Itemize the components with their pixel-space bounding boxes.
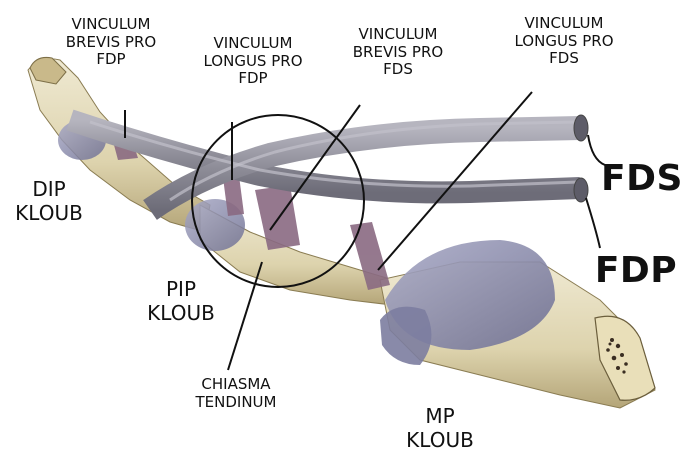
label-line: LONGUS PRO <box>193 53 313 71</box>
label-vinculum-longus-fdp: VINCULUM LONGUS PRO FDP <box>193 35 313 88</box>
label-line: KLOUB <box>400 429 480 453</box>
leader-fdp <box>586 198 600 248</box>
label-dip-joint: DIP KLOUB <box>10 178 88 225</box>
label-line: FDS <box>503 50 625 68</box>
label-line: FDP <box>55 51 167 69</box>
label-chiasma-tendinum: CHIASMA TENDINUM <box>176 376 296 411</box>
label-vinculum-brevis-fdp: VINCULUM BREVIS PRO FDP <box>55 16 167 69</box>
label-vinculum-brevis-fds: VINCULUM BREVIS PRO FDS <box>342 26 454 79</box>
label-line: KLOUB <box>10 202 88 226</box>
label-line: FDS <box>596 158 688 200</box>
label-mp-joint: MP KLOUB <box>400 405 480 452</box>
leader-chiasma <box>228 262 262 370</box>
label-line: FDS <box>342 61 454 79</box>
label-fds: FDS <box>596 158 688 200</box>
label-line: VINCULUM <box>503 15 625 33</box>
label-line: FDP <box>193 70 313 88</box>
label-vinculum-longus-fds: VINCULUM LONGUS PRO FDS <box>503 15 625 68</box>
label-line: LONGUS PRO <box>503 33 625 51</box>
label-line: PIP <box>142 278 220 302</box>
label-line: VINCULUM <box>55 16 167 34</box>
label-pip-joint: PIP KLOUB <box>142 278 220 325</box>
label-fdp: FDP <box>590 250 682 292</box>
label-line: MP <box>400 405 480 429</box>
phalanges <box>28 57 655 408</box>
fds-tendon-cut <box>574 115 588 141</box>
label-line: VINCULUM <box>193 35 313 53</box>
label-line: KLOUB <box>142 302 220 326</box>
label-line: CHIASMA <box>176 376 296 394</box>
mp-capsule-lower <box>380 307 431 365</box>
label-line: BREVIS PRO <box>342 44 454 62</box>
label-line: TENDINUM <box>176 394 296 412</box>
label-line: DIP <box>10 178 88 202</box>
label-line: FDP <box>590 250 682 292</box>
label-line: VINCULUM <box>342 26 454 44</box>
label-line: BREVIS PRO <box>55 34 167 52</box>
